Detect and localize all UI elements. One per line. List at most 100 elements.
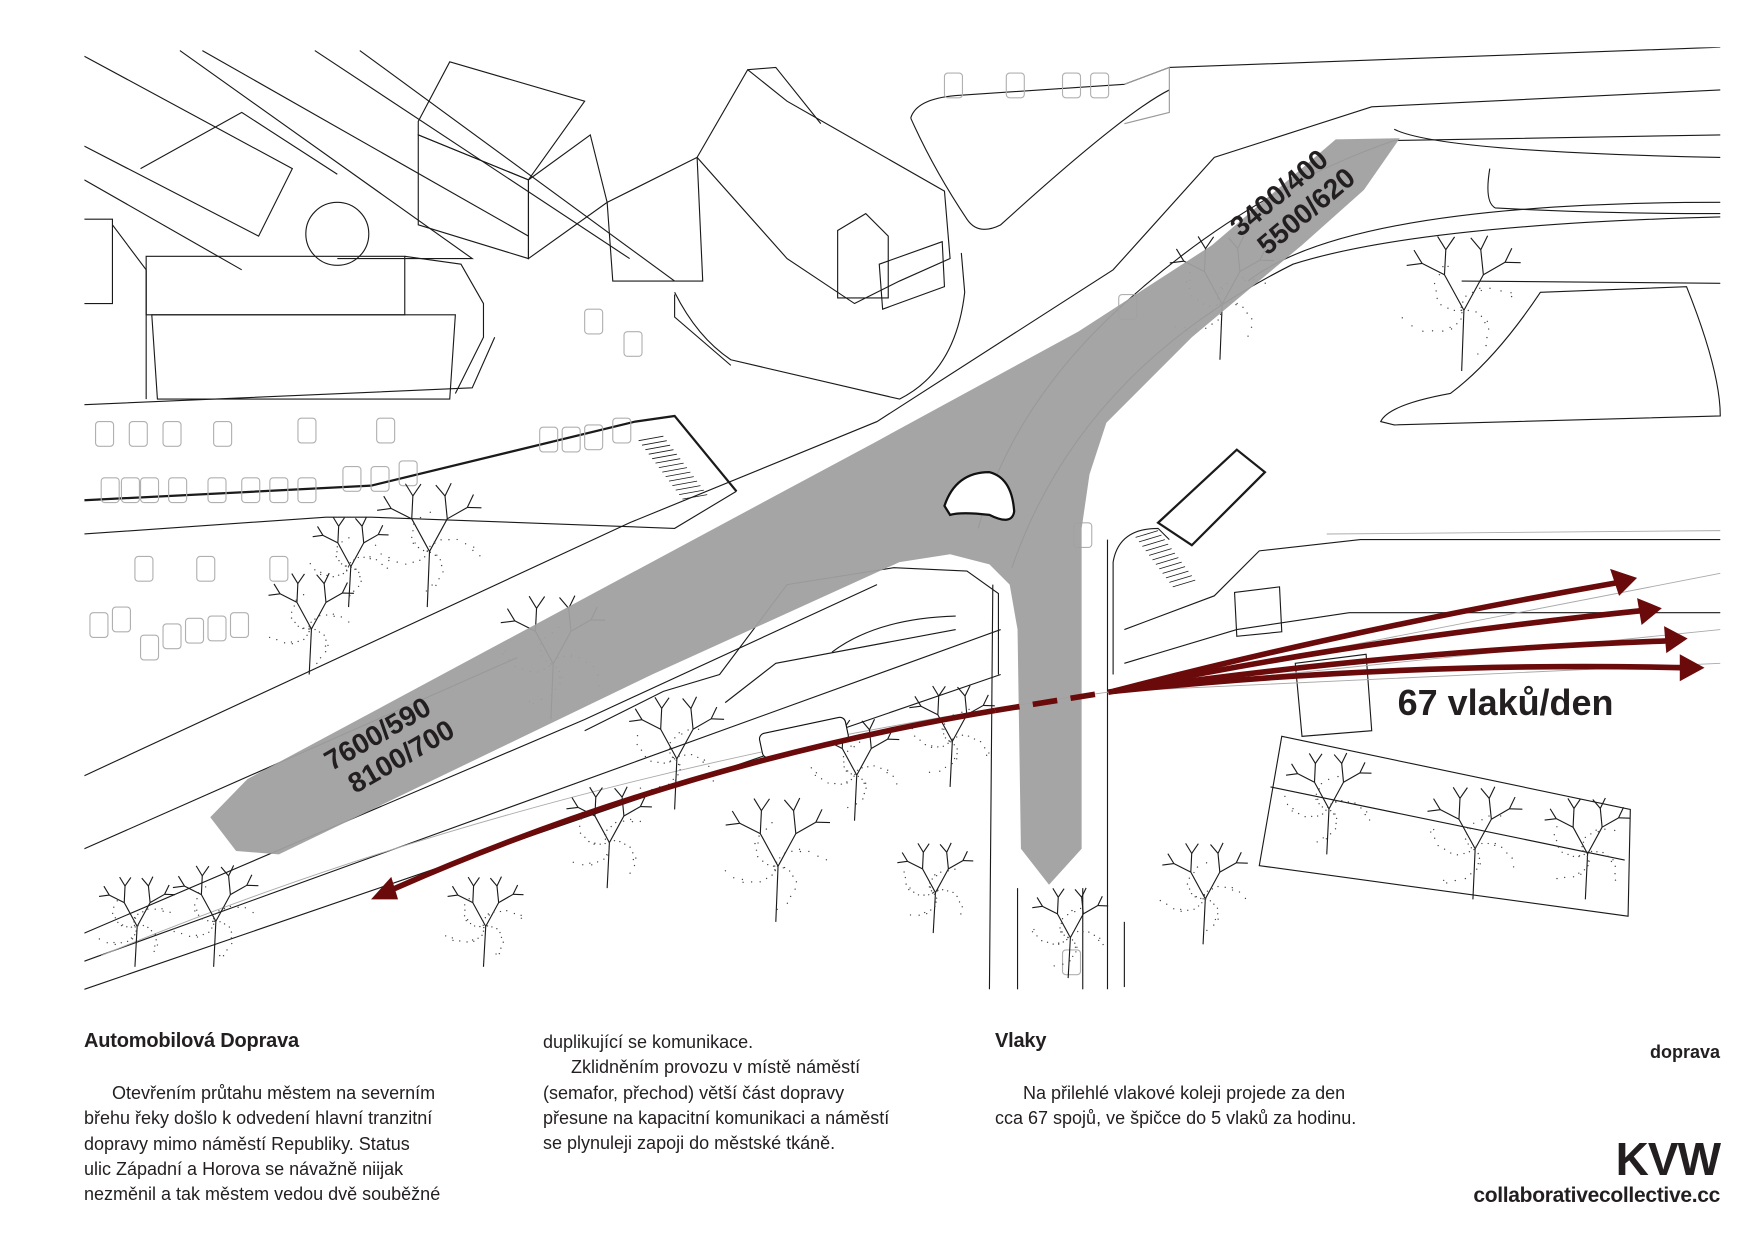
trains-heading: Vlaky — [995, 1030, 1047, 1052]
text-line: Na přilehlé vlakové koleji projede za de… — [1023, 1083, 1346, 1103]
tree-icon — [909, 685, 995, 787]
car-icon — [297, 417, 317, 444]
car-icon — [241, 477, 261, 504]
stair-step — [662, 467, 688, 473]
stair-step — [655, 458, 681, 464]
arrowhead-icon — [1679, 654, 1705, 682]
trains-paragraph: Na přilehlé vlakové koleji projede za de… — [995, 1081, 1475, 1132]
car-icon — [162, 421, 182, 447]
car-icon — [1090, 72, 1110, 99]
text-line: Otevřením průtahu městem na severním — [112, 1083, 436, 1103]
tree-icon — [1401, 235, 1521, 372]
car-icon — [196, 555, 216, 582]
car-icon — [370, 465, 390, 492]
text-line: břehu řeky došlo k odvedení hlavní tranz… — [84, 1108, 433, 1129]
train-arrows — [371, 568, 1705, 900]
car-icon — [139, 477, 160, 504]
website-link[interactable]: collaborativecollective.cc — [1473, 1184, 1720, 1207]
stair-step — [668, 476, 694, 482]
text-line: se plynuleji zapoji do městské tkáně. — [543, 1133, 836, 1154]
car-icon — [128, 421, 148, 447]
arrowhead-icon — [1664, 626, 1688, 654]
car-icon — [168, 477, 188, 504]
car-traffic-heading: Automobilová Doprava — [84, 1030, 299, 1052]
car-icon — [1061, 949, 1082, 976]
stair-step — [1138, 534, 1162, 543]
trees — [98, 235, 1631, 979]
car-icon — [229, 612, 250, 638]
buildings — [84, 50, 966, 406]
tree-icon — [1159, 842, 1248, 945]
stair-step — [641, 440, 667, 446]
tree-icon — [374, 482, 482, 608]
car-icon — [297, 477, 317, 504]
traffic-island-top — [943, 471, 1016, 521]
train-route-west — [386, 707, 996, 895]
text-line: dopravy mimo náměstí Republiky. Status — [84, 1133, 410, 1154]
car-icon — [100, 477, 120, 504]
tree-icon — [1427, 786, 1523, 900]
stair-step — [652, 453, 677, 460]
stair-step — [672, 480, 698, 487]
car-icon — [398, 460, 418, 487]
car-icon — [269, 477, 289, 504]
train-route-east-1 — [1112, 579, 1620, 695]
tree-icon — [1284, 752, 1372, 855]
main-road-highlight — [210, 138, 1400, 885]
car-icon — [207, 615, 227, 642]
tree-icon — [1031, 887, 1109, 979]
car-icon — [623, 331, 643, 357]
train-count-label: 67 vlaků/den — [1398, 682, 1614, 723]
car-icon — [342, 465, 362, 492]
tree-icon — [566, 786, 652, 889]
stair-step — [679, 489, 704, 496]
tree-icon — [309, 516, 389, 608]
car-icon — [207, 477, 227, 504]
car-icon — [120, 477, 140, 504]
stair-step — [1135, 530, 1159, 538]
rotunda — [305, 201, 370, 266]
stair-step — [1169, 575, 1192, 583]
train-route-east-3 — [1112, 637, 1670, 695]
text-line: duplikující se komunikace. — [543, 1032, 754, 1052]
car-icon — [1061, 72, 1082, 99]
stair-step — [1145, 543, 1169, 552]
car-icon — [134, 555, 154, 582]
stair-step — [675, 485, 701, 491]
stairs — [638, 435, 1196, 588]
stair-step — [638, 435, 664, 442]
train-route-east-4 — [1112, 663, 1687, 695]
tree-icon — [445, 876, 524, 967]
kvw-logo: KVW — [1615, 1133, 1721, 1185]
text-line: nezměnil a tak městem vedou dvě souběžné — [84, 1184, 441, 1205]
arrowhead-icon — [1637, 598, 1662, 626]
stair-step — [1159, 561, 1182, 570]
stair-step — [682, 494, 708, 500]
tree-icon — [98, 876, 175, 967]
stair-step — [658, 462, 684, 469]
car-traffic-paragraph-continued: duplikující se komunikace. Zklidněním pr… — [543, 1030, 983, 1156]
text-line: Zklidněním provozu v místě náměstí — [571, 1057, 861, 1078]
car-icon — [213, 421, 233, 447]
car-icon — [612, 417, 632, 444]
stair-step — [665, 471, 691, 478]
car-icon — [584, 424, 604, 451]
tree-icon — [629, 696, 725, 810]
car-icon — [269, 555, 289, 582]
stair-step — [1165, 570, 1189, 579]
stair-step — [645, 444, 671, 451]
car-icon — [162, 623, 182, 650]
section-label: doprava — [1649, 1042, 1720, 1062]
stair-step — [1152, 552, 1176, 561]
car-icon — [139, 634, 160, 661]
tree-icon — [172, 865, 259, 967]
car-icon — [376, 417, 396, 444]
car-icon — [184, 617, 205, 644]
car-icon — [1005, 72, 1025, 99]
car-icon — [561, 426, 581, 453]
text-line: ulic Západní a Horova se návažně niijak — [84, 1158, 404, 1179]
car-icon — [943, 72, 964, 99]
car-icon — [89, 612, 109, 638]
stair-step — [1148, 548, 1172, 556]
